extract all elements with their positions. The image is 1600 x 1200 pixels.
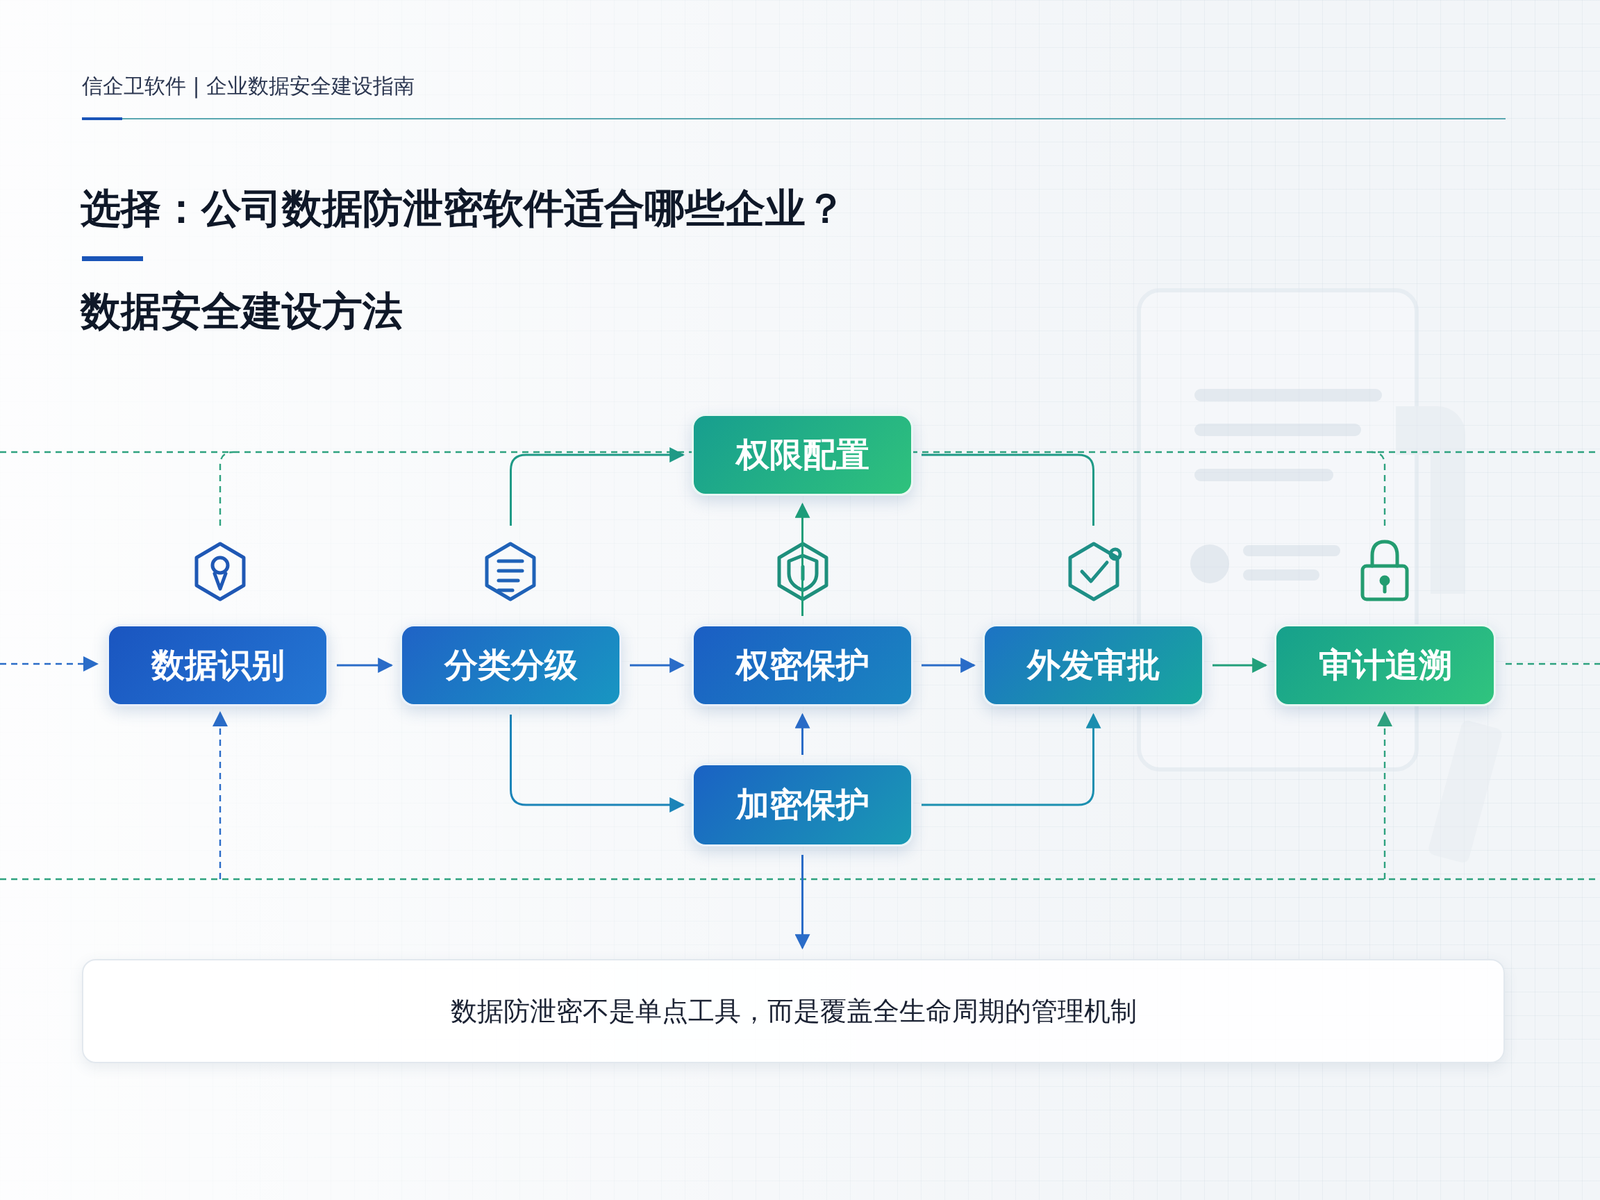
flow-arrow — [921, 714, 1094, 805]
header-text: 信企卫软件 | 企业数据安全建设指南 — [81, 72, 415, 101]
node-text: 权限配置 — [736, 432, 870, 478]
flow-arrow — [921, 454, 1094, 526]
node-text: 审计追溯 — [1318, 643, 1453, 688]
flow-arrow — [629, 664, 684, 667]
node-text: 外发审批 — [1027, 643, 1161, 688]
process-box: 外发审批 — [982, 624, 1205, 707]
flow-arrow — [511, 454, 685, 526]
arrow-head — [1377, 711, 1393, 727]
flow-arrow — [921, 664, 975, 667]
flow-arrow — [1212, 664, 1266, 667]
process-box: 分类分级 — [400, 624, 622, 707]
arrow-head — [83, 656, 99, 672]
process-box: 审计追溯 — [1274, 624, 1496, 707]
title-accent — [81, 256, 144, 262]
flow-arrow — [801, 504, 804, 616]
flow-arrow — [801, 714, 804, 755]
process-box: 权密保护 — [691, 624, 914, 707]
process-box: 权限配置 — [691, 413, 914, 496]
node-text: 数据防泄密不是单点工具，而是覆盖全生命周期的管理机制 — [450, 993, 1137, 1030]
header-rule — [122, 118, 1506, 120]
process-box: 加密保护 — [691, 763, 914, 847]
node-text: 权密保护 — [736, 643, 870, 688]
dashed-guides — [0, 452, 1600, 880]
flow-arrow — [336, 664, 392, 667]
subtitle: 数据安全建设方法 — [80, 284, 403, 339]
classify-icon — [486, 543, 535, 600]
process-box: 数据识别 — [106, 624, 329, 707]
node-text: 分类分级 — [444, 643, 578, 688]
node-text: 数据识别 — [151, 643, 285, 688]
identify-icon — [196, 543, 244, 600]
approve-icon — [1070, 543, 1121, 600]
lock-icon — [1362, 541, 1407, 600]
flow-arrow — [801, 854, 804, 948]
arrow-head — [212, 711, 228, 727]
flow-arrow — [511, 714, 685, 805]
header-accent — [81, 117, 123, 121]
summary-box: 数据防泄密不是单点工具，而是覆盖全生命周期的管理机制 — [81, 959, 1505, 1064]
document-illustration — [1138, 290, 1504, 864]
node-text: 加密保护 — [736, 782, 870, 828]
title: 选择：公司数据防泄密软件适合哪些企业？ — [80, 181, 846, 237]
shield-icon — [779, 543, 827, 600]
